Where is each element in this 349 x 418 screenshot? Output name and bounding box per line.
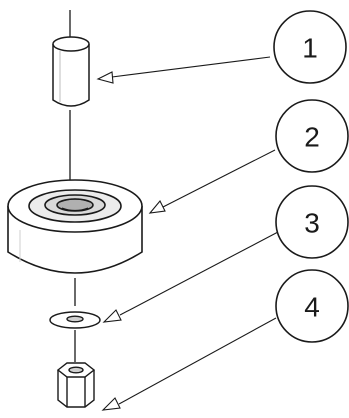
callout-circle — [275, 185, 349, 259]
hex-nut-part — [56, 362, 96, 408]
leader-lines — [96, 56, 279, 411]
callout-2: 2 — [275, 99, 349, 173]
arrowhead-1 — [96, 71, 114, 84]
callout-circle — [275, 269, 349, 343]
arrowhead-2 — [148, 200, 166, 214]
callout-number: 2 — [304, 122, 320, 153]
shaft-sleeve-part — [52, 36, 90, 107]
leader-line-1 — [111, 56, 271, 78]
callout-number: 4 — [304, 292, 320, 323]
callout-3: 3 — [275, 185, 349, 259]
washer-part — [49, 311, 101, 329]
leader-line-4 — [118, 317, 277, 405]
leader-line-2 — [162, 149, 276, 208]
callout-number: 3 — [304, 208, 320, 239]
arrowhead-4 — [101, 397, 121, 411]
callout-circle — [275, 99, 349, 173]
callout-1: 1 — [273, 10, 347, 84]
callout-number: 1 — [302, 33, 318, 64]
leader-line-3 — [119, 231, 279, 316]
callout-circle — [273, 10, 347, 84]
arrowhead-3 — [102, 309, 122, 323]
pulley-part — [7, 179, 143, 274]
callout-4: 4 — [275, 269, 349, 343]
